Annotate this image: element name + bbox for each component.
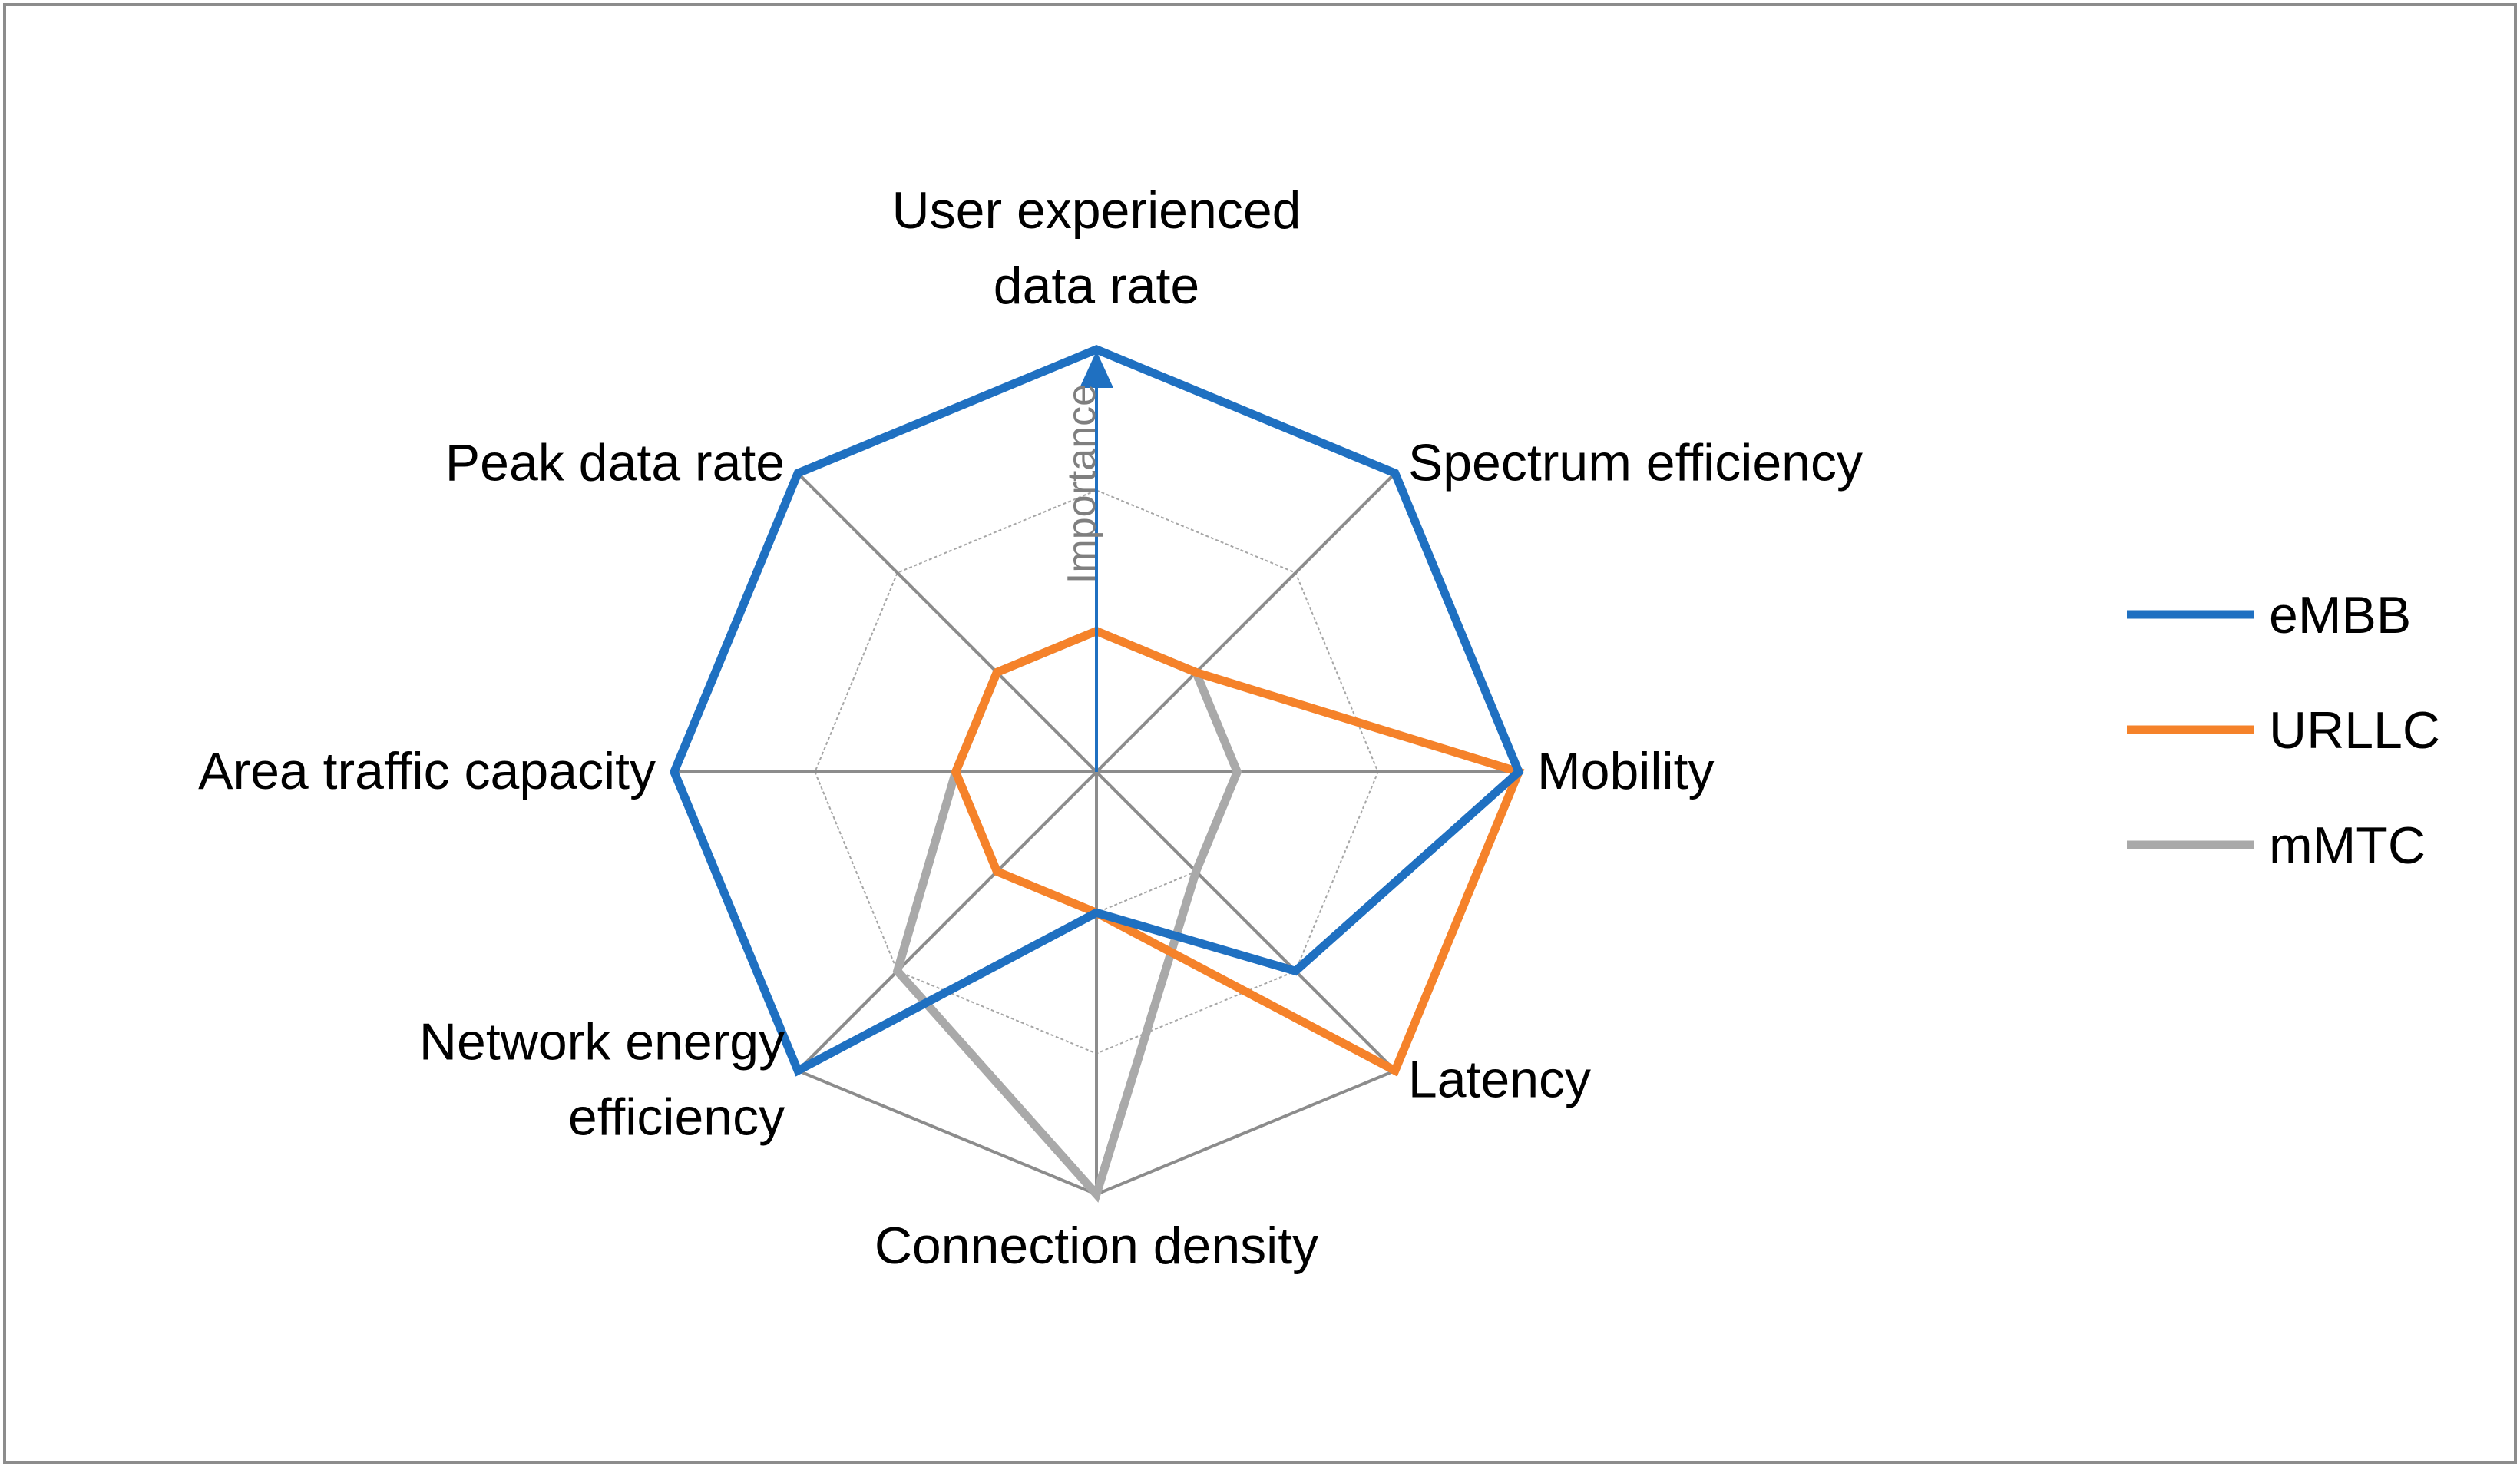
legend-label-mmtc: mMTC bbox=[2269, 816, 2426, 875]
legend-label-urllc: URLLC bbox=[2269, 701, 2440, 760]
category-label-5: Connection density bbox=[875, 1217, 1318, 1275]
category-label-line: User experienced bbox=[892, 181, 1301, 240]
series-embb bbox=[670, 345, 1524, 1077]
category-label-8: Peak data rate bbox=[445, 433, 785, 492]
spoke-6 bbox=[796, 770, 1098, 1072]
spoke-8 bbox=[796, 472, 1098, 773]
category-label-line: data rate bbox=[994, 257, 1199, 315]
category-label-line: Mobility bbox=[1537, 742, 1715, 800]
category-label-4: Latency bbox=[1408, 1051, 1591, 1109]
category-label-7: Area traffic capacity bbox=[198, 742, 656, 800]
importance-axis-title: Importance bbox=[1060, 384, 1104, 584]
spoke-2 bbox=[1095, 472, 1397, 773]
category-label-2: Spectrum efficiency bbox=[1408, 433, 1863, 492]
chart-border bbox=[3, 3, 2517, 1464]
category-label-6: Network energy efficiency bbox=[419, 1013, 785, 1147]
category-label-line: Spectrum efficiency bbox=[1408, 433, 1863, 492]
category-label-line: Latency bbox=[1408, 1051, 1591, 1109]
legend: eMBB URLLC mMTC bbox=[2127, 586, 2440, 875]
category-label-3: Mobility bbox=[1537, 742, 1715, 800]
category-label-line: Network energy bbox=[419, 1013, 785, 1071]
radar-series: Importance bbox=[670, 345, 1525, 1203]
category-label-line: Connection density bbox=[875, 1217, 1318, 1275]
spoke-4 bbox=[1095, 770, 1397, 1072]
category-label-1: User experienced data rate bbox=[892, 181, 1301, 315]
category-label-line: Area traffic capacity bbox=[198, 742, 656, 800]
importance-arrow-head bbox=[1080, 351, 1113, 388]
category-label-line: Peak data rate bbox=[445, 433, 785, 492]
legend-label-embb: eMBB bbox=[2269, 586, 2411, 644]
category-label-line: efficiency bbox=[568, 1088, 785, 1147]
